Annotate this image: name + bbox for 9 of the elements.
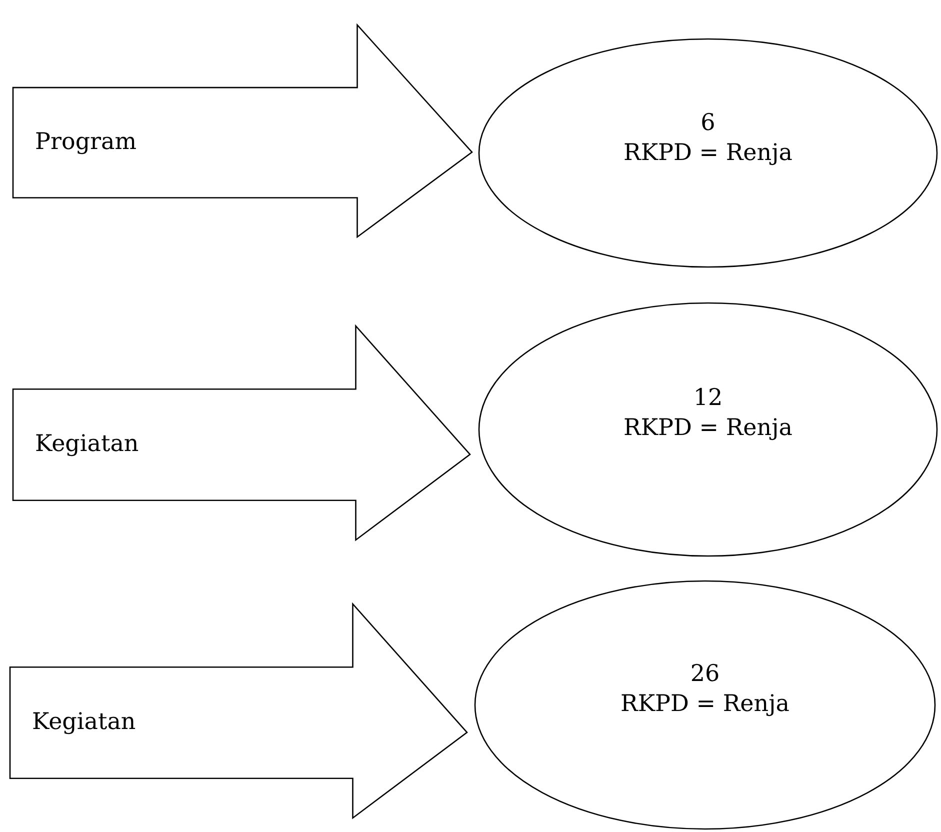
ellipse-number: 6 <box>700 109 716 138</box>
arrow-label: Kegiatan <box>35 430 139 459</box>
ellipse-number: 12 <box>693 384 723 414</box>
arrow-label: Kegiatan <box>32 708 136 737</box>
ellipse-label: RKPD = Renja <box>624 139 792 168</box>
arrow-label: Program <box>35 128 137 157</box>
ellipse-label: RKPD = Renja <box>620 690 790 719</box>
ellipse-label: RKPD = Renja <box>624 414 792 444</box>
ellipse-number: 26 <box>690 660 720 690</box>
